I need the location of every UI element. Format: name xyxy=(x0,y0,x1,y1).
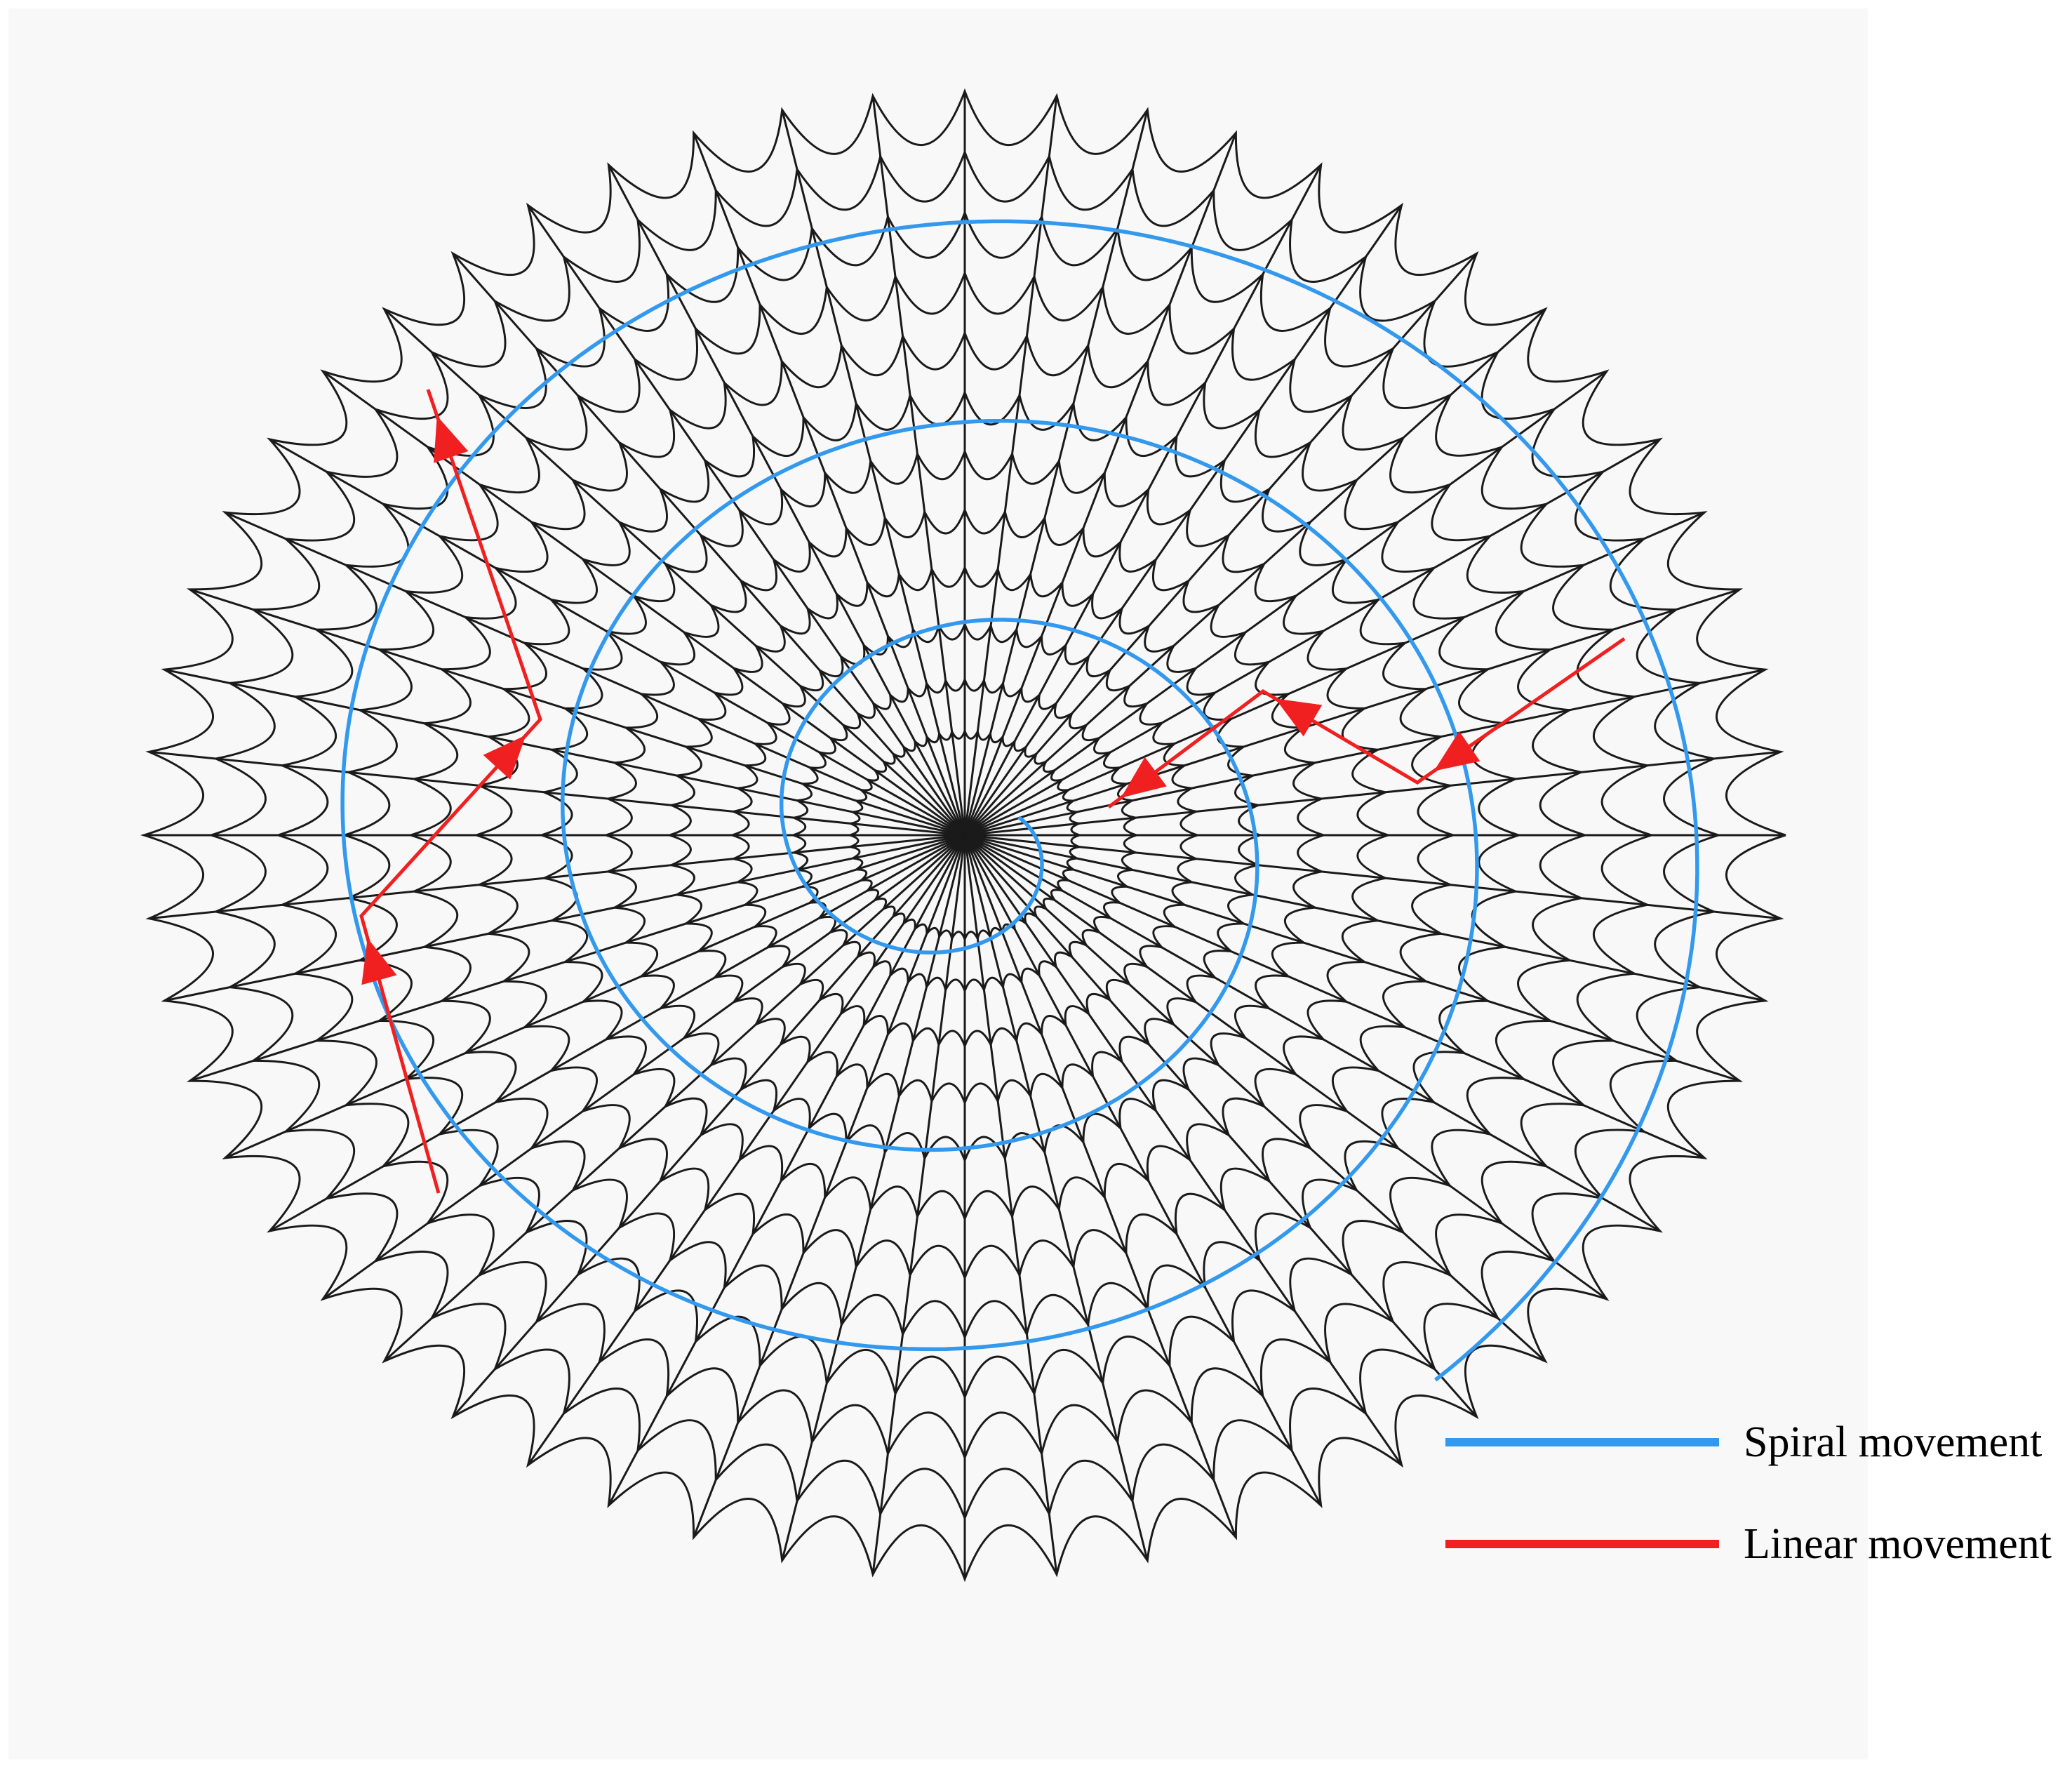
spiral-movement-path xyxy=(340,219,1699,1382)
arrowhead xyxy=(1275,698,1323,737)
left-linear-path xyxy=(359,389,542,1194)
web-ring xyxy=(665,564,1262,1106)
web-ring xyxy=(207,149,1719,1522)
arrowhead xyxy=(361,938,397,985)
web-threads xyxy=(140,88,1786,1583)
legend-label-spiral: Spiral movement xyxy=(1744,1418,2042,1466)
web-ring xyxy=(789,676,1139,994)
arrowhead xyxy=(1433,731,1481,771)
web-ring xyxy=(274,209,1652,1461)
linear-path-line xyxy=(359,389,542,1194)
legend: Spiral movement Linear movement xyxy=(1445,1418,2052,1568)
linear-path-line xyxy=(1107,637,1626,809)
linear-movement-paths xyxy=(359,389,1626,1194)
legend-label-linear: Linear movement xyxy=(1744,1520,2052,1568)
arrowhead xyxy=(1121,757,1167,798)
web-ring xyxy=(537,448,1389,1222)
web-ring xyxy=(407,330,1520,1340)
web-ring xyxy=(602,507,1325,1164)
web-ring xyxy=(472,389,1454,1282)
web-ring xyxy=(140,88,1786,1583)
spiral-path xyxy=(340,219,1699,1382)
arrowhead xyxy=(434,415,469,463)
right-linear-path xyxy=(1107,637,1626,809)
arrowhead xyxy=(483,735,526,780)
web-ring xyxy=(728,621,1200,1049)
